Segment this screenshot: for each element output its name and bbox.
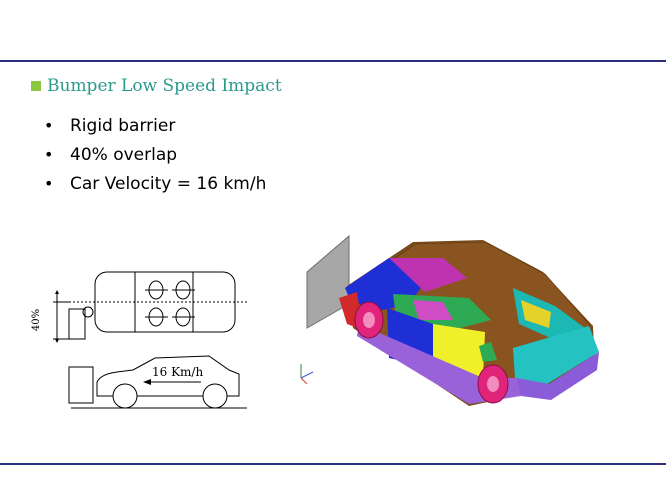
list-item: •40% overlap <box>44 144 178 165</box>
bullet-icon: • <box>44 145 54 164</box>
axis-triad-icon <box>300 364 314 385</box>
impact-schematic: 40% 16 Km/h <box>31 271 247 409</box>
bullet-icon: • <box>44 116 54 135</box>
section-heading: Bumper Low Speed Impact <box>31 76 282 96</box>
rigid-barrier <box>306 234 350 329</box>
rear-bumper <box>517 352 599 400</box>
fe-car-model <box>300 234 599 406</box>
square-bullet-icon <box>31 81 41 91</box>
car-side-view <box>96 355 240 397</box>
bullet-list: •Rigid barrier •40% overlap •Car Velocit… <box>44 111 266 198</box>
bullet-icon: • <box>44 174 54 193</box>
top-rule <box>0 60 666 62</box>
barrier-side-view <box>68 366 94 404</box>
bottom-rule <box>0 463 666 465</box>
list-item: •Rigid barrier <box>44 115 176 136</box>
velocity-label: 16 Km/h <box>152 365 203 379</box>
heading-text: Bumper Low Speed Impact <box>47 76 282 96</box>
list-item: •Car Velocity = 16 km/h <box>44 173 267 194</box>
overlap-label: 40% <box>31 309 42 331</box>
velocity-arrow-icon <box>143 379 151 385</box>
barrier-top-view <box>68 308 86 340</box>
